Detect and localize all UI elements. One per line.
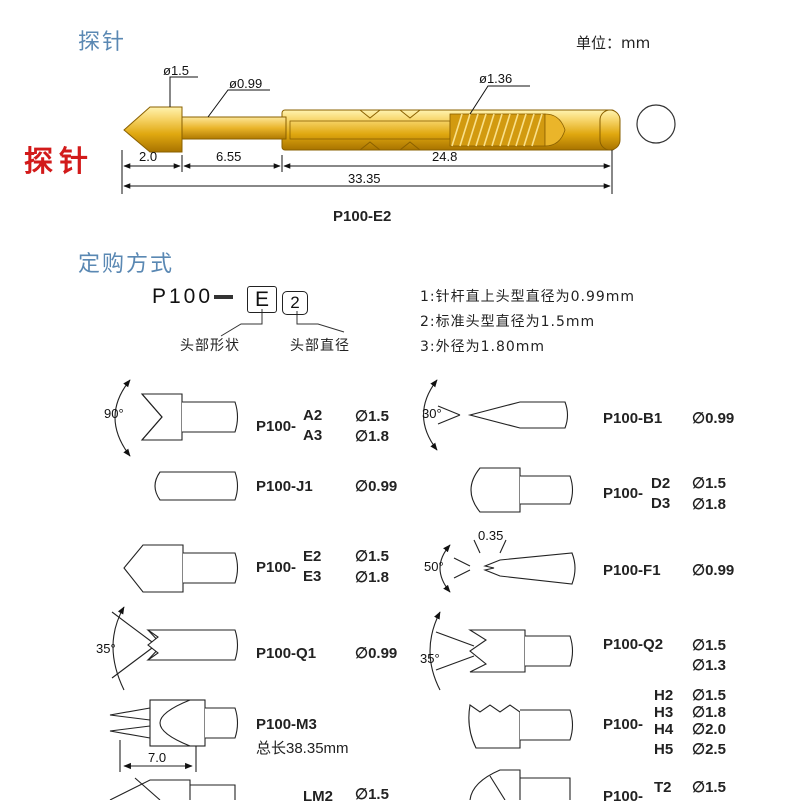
tip-h-spec-3: ∅2.0: [692, 721, 726, 738]
tip-e-spec-2: ∅1.8: [355, 569, 389, 586]
tip-q2-spec-2: ∅1.3: [692, 657, 726, 674]
unit-label: 单位：mm: [576, 34, 651, 52]
dim-barrel-length: 24.8: [432, 149, 458, 164]
tip-d-prefix: P100-: [603, 485, 644, 502]
tip-e-variant-2: E3: [303, 568, 322, 585]
tip-h-variant-1: H2: [654, 687, 674, 704]
label-head-diameter: 头部直径: [290, 338, 350, 354]
order-note-3: 3:外径为1.80mm: [420, 339, 546, 355]
angle-q2: 35°: [420, 651, 440, 666]
angle-a2: 90°: [104, 406, 124, 421]
probe-head: [123, 106, 183, 153]
tip-b1-model: P100-B1: [603, 410, 663, 427]
dim-total-length: 33.35: [348, 171, 381, 186]
tip-j1-model: P100-J1: [256, 478, 313, 495]
tip-q1-model: P100-Q1: [256, 645, 317, 662]
tip-h-variant-2: H3: [654, 704, 674, 721]
tip-h-spec-2: ∅1.8: [692, 704, 726, 721]
order-code-head-box: E: [247, 286, 277, 313]
tip-t-spec: ∅1.5: [692, 779, 726, 796]
tip-a-spec-1: ∅1.5: [355, 408, 389, 425]
probe-illustration: [123, 106, 621, 153]
order-note-1: 1:针杆直上头型直径为0.99mm: [420, 289, 636, 305]
tip-a-variant-2: A3: [303, 427, 323, 444]
tip-h-prefix: P100-: [603, 716, 644, 733]
probe-end-view: [636, 104, 676, 144]
tip-lm2-spec: ∅1.5: [355, 786, 389, 803]
tip-a-variant-1: A2: [303, 407, 323, 424]
tip-q1-spec: ∅0.99: [355, 645, 398, 662]
tip-drawings: [109, 379, 576, 800]
ordering-section-title: 定购方式: [78, 252, 175, 277]
tip-f1-spec: ∅0.99: [692, 562, 735, 579]
dim-barrel-diameter: ø1.36: [479, 71, 513, 86]
tip-m3-model: P100-M3: [256, 716, 317, 733]
tip-d-spec-1: ∅1.5: [692, 475, 726, 492]
tip-e-variant-1: E2: [303, 548, 322, 565]
tip-a-spec-2: ∅1.8: [355, 428, 389, 445]
tip-m3-total-length: 总长38.35mm: [256, 740, 349, 757]
tip-d-variant-2: D3: [651, 495, 671, 512]
tip-a-prefix: P100-: [256, 418, 297, 435]
order-code-dia-box: 2: [282, 291, 308, 315]
dim-tip-length: 2.0: [139, 149, 158, 164]
dim-shaft-diameter: ø0.99: [229, 76, 263, 91]
tip-m3-length-dim: 7.0: [148, 750, 167, 765]
tip-q2-spec-1: ∅1.5: [692, 637, 726, 654]
order-code-prefix: P100: [152, 285, 214, 308]
tip-e-prefix: P100-: [256, 559, 297, 576]
tip-h-variant-4: H5: [654, 741, 674, 758]
probe-shaft: [179, 116, 287, 140]
tip-t-variant: T2: [654, 779, 672, 796]
probe-model: P100-E2: [333, 208, 392, 225]
tip-f1-model: P100-F1: [603, 562, 661, 579]
dim-head-diameter: ø1.5: [163, 63, 190, 78]
tip-h-spec-4: ∅2.5: [692, 741, 726, 758]
tip-j1-spec: ∅0.99: [355, 478, 398, 495]
label-head-shape: 头部形状: [180, 338, 240, 354]
tip-e-spec-1: ∅1.5: [355, 548, 389, 565]
tip-f1-gap-dim: 0.35: [478, 528, 504, 543]
order-note-2: 2:标准头型直径为1.5mm: [420, 314, 596, 330]
tip-d-spec-2: ∅1.8: [692, 496, 726, 513]
angle-b1: 30°: [422, 406, 442, 421]
tip-h-variant-3: H4: [654, 721, 674, 738]
tip-lm2-variant: LM2: [303, 788, 333, 805]
angle-q1: 35°: [96, 641, 116, 656]
angle-f1: 50°: [424, 559, 444, 574]
tip-h-spec-1: ∅1.5: [692, 687, 726, 704]
tip-q2-model: P100-Q2: [603, 636, 664, 653]
tip-b1-spec: ∅0.99: [692, 410, 735, 427]
probe-section-title: 探针: [78, 30, 127, 55]
tip-d-variant-1: D2: [651, 475, 671, 492]
probe-side-label: 探针: [24, 144, 95, 178]
dim-shaft-length: 6.55: [216, 149, 242, 164]
tip-t-prefix: P100-: [603, 788, 644, 805]
